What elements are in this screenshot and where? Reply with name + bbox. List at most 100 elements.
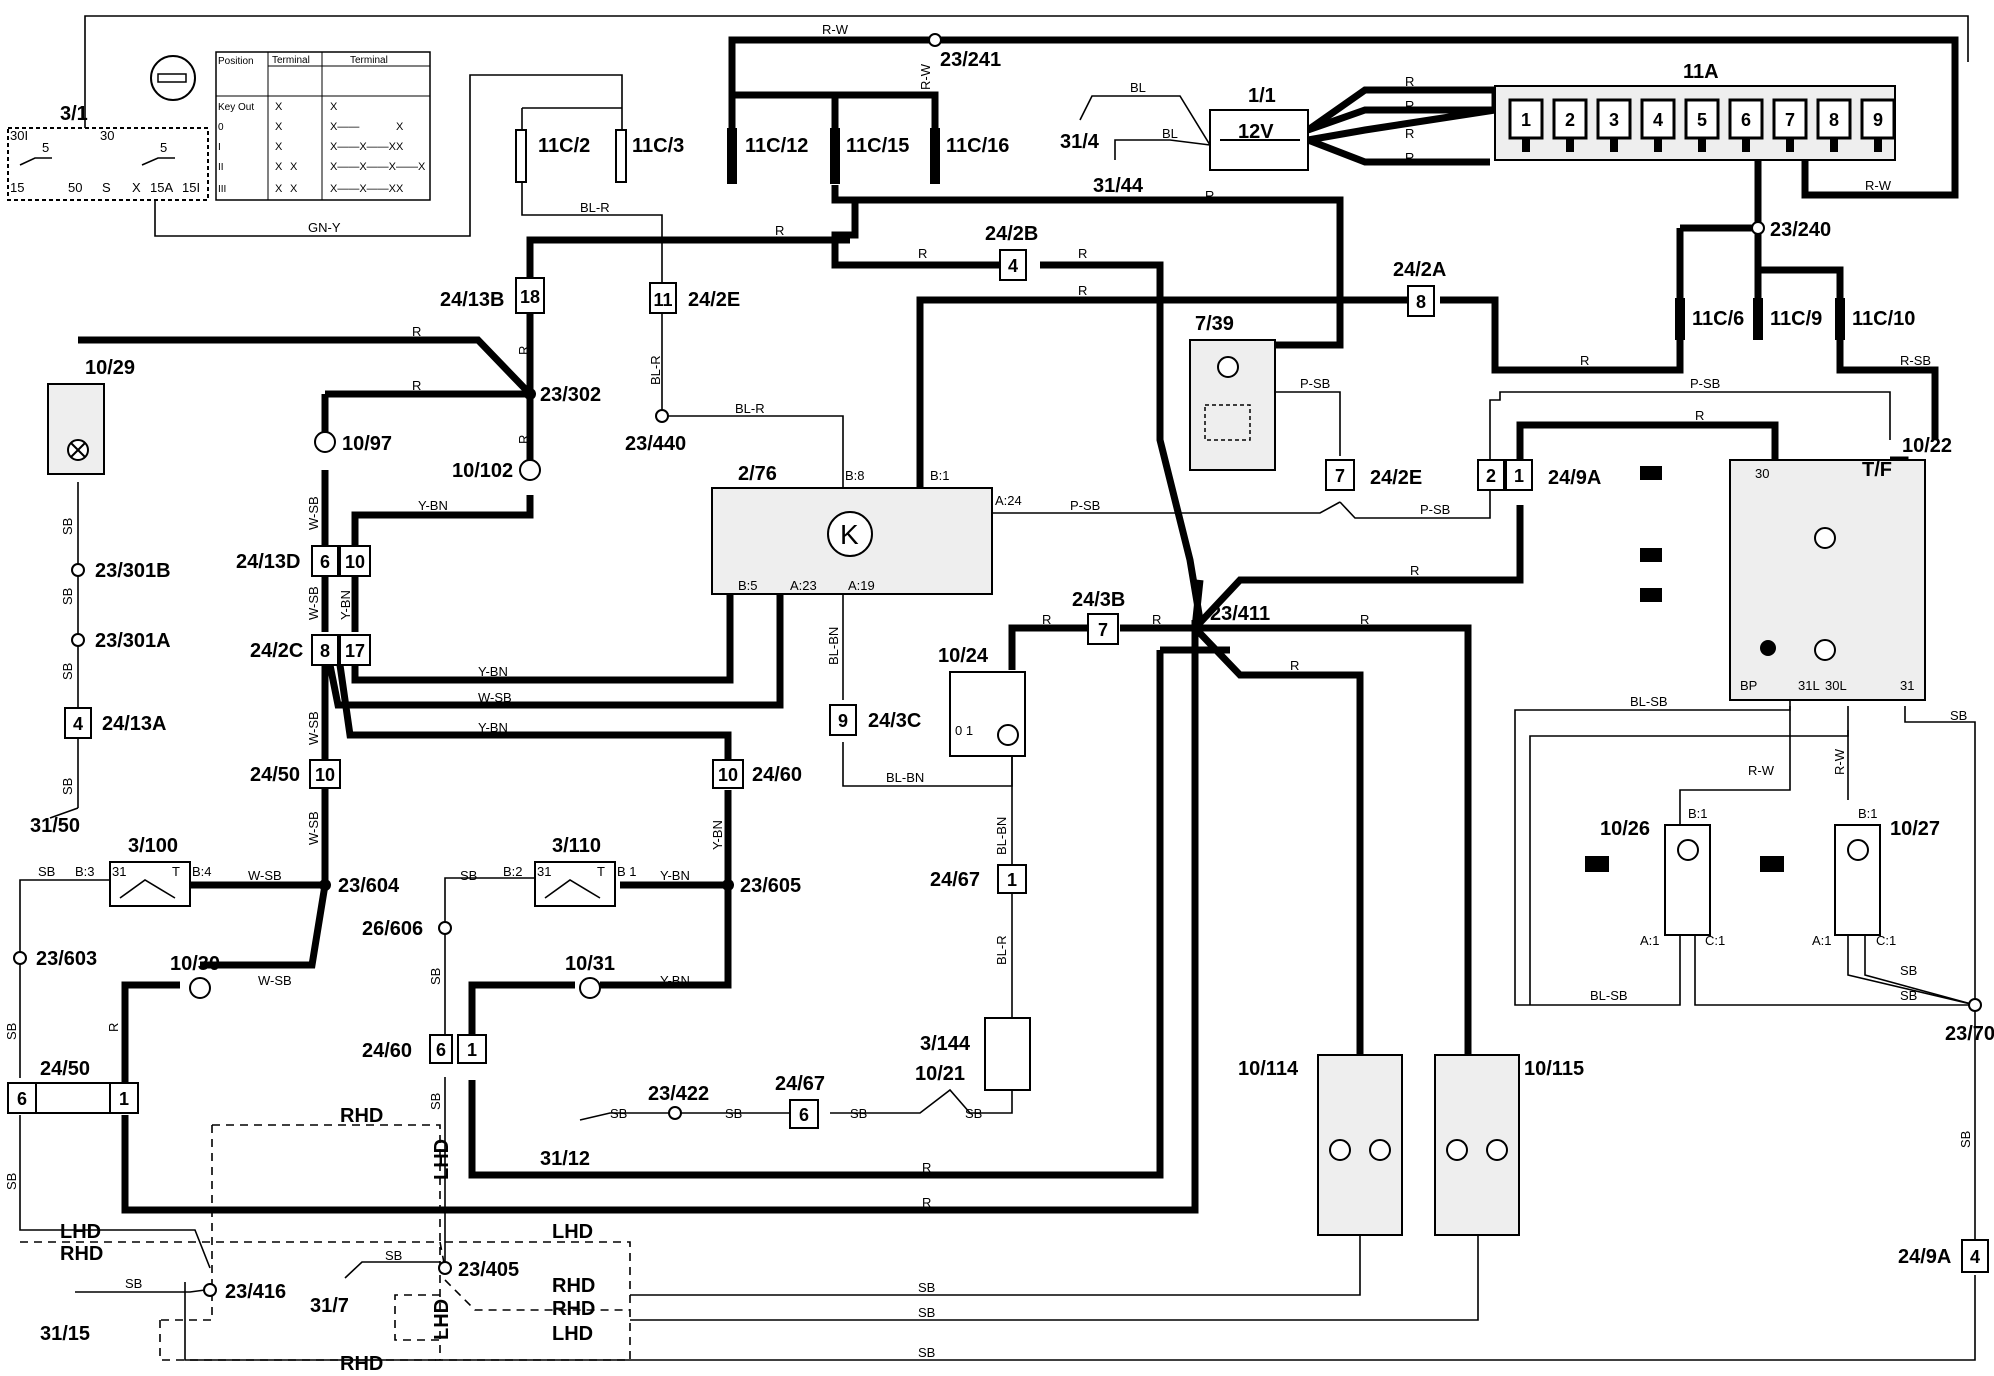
svg-text:RHD: RHD bbox=[340, 1105, 383, 1127]
svg-text:SB: SB bbox=[1900, 963, 1917, 978]
svg-text:I: I bbox=[218, 142, 221, 153]
fuse-cell-4: 4 bbox=[1640, 98, 1676, 152]
fuse-cell-6: 6 bbox=[1728, 98, 1764, 152]
svg-text:3/110: 3/110 bbox=[552, 835, 601, 857]
svg-text:4: 4 bbox=[73, 714, 83, 734]
svg-text:31: 31 bbox=[112, 864, 126, 879]
connector-24-60-upper bbox=[712, 759, 744, 789]
svg-text:24/9A: 24/9A bbox=[1548, 467, 1601, 489]
fuse-cell-5: 5 bbox=[1684, 98, 1720, 152]
svg-text:RHD: RHD bbox=[552, 1275, 595, 1297]
svg-text:C:1: C:1 bbox=[1705, 933, 1725, 948]
svg-text:30: 30 bbox=[1755, 466, 1769, 481]
wire-labels: R-W R-W BL BL R R R R R-W GN-Y BL-R R R … bbox=[4, 22, 1973, 1360]
door-icon bbox=[1640, 466, 1662, 480]
svg-text:LHD: LHD bbox=[431, 1139, 453, 1180]
door-icon bbox=[1585, 856, 1609, 872]
svg-text:X: X bbox=[396, 121, 404, 133]
svg-text:SB: SB bbox=[428, 968, 443, 985]
svg-text:SB: SB bbox=[125, 1276, 142, 1291]
svg-text:SB: SB bbox=[60, 663, 75, 680]
connector-24-60-lower-a bbox=[429, 1034, 453, 1064]
svg-text:BL-BN: BL-BN bbox=[994, 817, 1009, 855]
svg-text:10/24: 10/24 bbox=[938, 645, 989, 667]
svg-text:11C/12: 11C/12 bbox=[745, 135, 808, 157]
svg-text:31/12: 31/12 bbox=[540, 1148, 590, 1170]
svg-text:Y-BN: Y-BN bbox=[418, 498, 448, 513]
svg-text:R-W: R-W bbox=[1748, 763, 1775, 778]
svg-text:A:23: A:23 bbox=[790, 578, 817, 593]
svg-text:SB: SB bbox=[918, 1280, 935, 1295]
svg-text:24/9A: 24/9A bbox=[1898, 1246, 1951, 1268]
svg-text:30I: 30I bbox=[10, 128, 28, 143]
svg-text:BP: BP bbox=[1740, 678, 1757, 693]
svg-text:W-SB: W-SB bbox=[306, 496, 321, 530]
svg-text:R: R bbox=[412, 378, 421, 393]
svg-text:1: 1 bbox=[119, 1089, 129, 1109]
fuse-cell-9: 9 bbox=[1860, 98, 1896, 152]
lamp-10-114: 10/114 bbox=[1238, 1054, 1403, 1236]
splice-23-416 bbox=[203, 1283, 217, 1297]
svg-text:X: X bbox=[132, 180, 141, 195]
lamp-10-29: 10/29 bbox=[47, 357, 135, 475]
lamp-unit-10-22: 10/22 30 T/F BP 31L 30L 31 bbox=[1729, 435, 1952, 701]
svg-text:24/67: 24/67 bbox=[930, 869, 980, 891]
svg-text:50: 50 bbox=[68, 180, 82, 195]
svg-text:24/3B: 24/3B bbox=[1072, 589, 1125, 611]
svg-text:11: 11 bbox=[653, 290, 672, 310]
svg-text:B:8: B:8 bbox=[845, 468, 865, 483]
splice-23-411 bbox=[1190, 623, 1200, 633]
svg-text:R: R bbox=[412, 324, 421, 339]
connector-24-2c-b bbox=[339, 634, 371, 666]
svg-text:10/21: 10/21 bbox=[915, 1063, 965, 1085]
svg-text:23/604: 23/604 bbox=[338, 875, 400, 897]
svg-text:10/31: 10/31 bbox=[565, 953, 615, 975]
svg-text:SB: SB bbox=[60, 588, 75, 605]
svg-text:W-SB: W-SB bbox=[248, 868, 282, 883]
svg-text:23/603: 23/603 bbox=[36, 948, 97, 970]
svg-text:23/702: 23/702 bbox=[1945, 1023, 1994, 1045]
svg-text:X——X——X: X——X——X bbox=[330, 141, 397, 153]
svg-text:R: R bbox=[1410, 563, 1419, 578]
relay-7-39: 7/39 bbox=[1189, 313, 1276, 471]
svg-text:R: R bbox=[1405, 150, 1414, 165]
connector-24-2c-a bbox=[311, 634, 339, 666]
svg-text:Y-BN: Y-BN bbox=[478, 720, 508, 735]
splice-23-240 bbox=[1751, 221, 1765, 235]
svg-text:7: 7 bbox=[1098, 620, 1108, 640]
fuse-number: 9 bbox=[1873, 110, 1883, 130]
svg-text:11C/10: 11C/10 bbox=[1852, 308, 1915, 330]
splice-23-702 bbox=[1968, 998, 1982, 1012]
fuse-number: 4 bbox=[1653, 110, 1663, 130]
svg-text:B:1: B:1 bbox=[1858, 806, 1878, 821]
svg-text:15A: 15A bbox=[150, 180, 173, 195]
connector-24-9a-lower bbox=[1961, 1239, 1989, 1273]
svg-text:Terminal: Terminal bbox=[272, 55, 310, 66]
connector-24-9a-upper-b bbox=[1505, 459, 1533, 491]
svg-text:W-SB: W-SB bbox=[306, 811, 321, 845]
svg-text:Y-BN: Y-BN bbox=[710, 820, 725, 850]
switch-3-110: 3/110 31 T B:2 B 1 bbox=[503, 835, 637, 907]
svg-text:11C/9: 11C/9 bbox=[1770, 308, 1822, 330]
svg-text:Y-BN: Y-BN bbox=[338, 590, 353, 620]
svg-text:10: 10 bbox=[718, 765, 738, 785]
svg-text:3/144: 3/144 bbox=[920, 1033, 971, 1055]
lamp-10-30-icon bbox=[189, 977, 211, 999]
rhd-lhd-labels: RHD LHD RHD LHD RHD RHD LHD RHD LHD LHD bbox=[60, 1105, 595, 1375]
fuse-cell-8: 8 bbox=[1816, 98, 1852, 152]
svg-text:SB: SB bbox=[918, 1305, 935, 1320]
svg-text:SB: SB bbox=[60, 518, 75, 535]
lamp-10-31-icon bbox=[579, 977, 601, 999]
svg-text:R: R bbox=[1152, 612, 1161, 627]
connector-24-50-lower-b bbox=[109, 1082, 139, 1114]
svg-text:LHD: LHD bbox=[431, 1299, 453, 1340]
svg-text:A:1: A:1 bbox=[1640, 933, 1660, 948]
svg-text:31: 31 bbox=[537, 864, 551, 879]
ign-switch-label: 3/1 bbox=[60, 103, 88, 125]
lamp-10-27: 10/27 B:1 A:1 C:1 bbox=[1760, 806, 1940, 948]
svg-text:B:1: B:1 bbox=[930, 468, 950, 483]
svg-text:SB: SB bbox=[918, 1345, 935, 1360]
svg-text:BL-R: BL-R bbox=[580, 200, 610, 215]
svg-text:11C/2: 11C/2 bbox=[538, 135, 590, 157]
svg-text:C:1: C:1 bbox=[1876, 933, 1896, 948]
